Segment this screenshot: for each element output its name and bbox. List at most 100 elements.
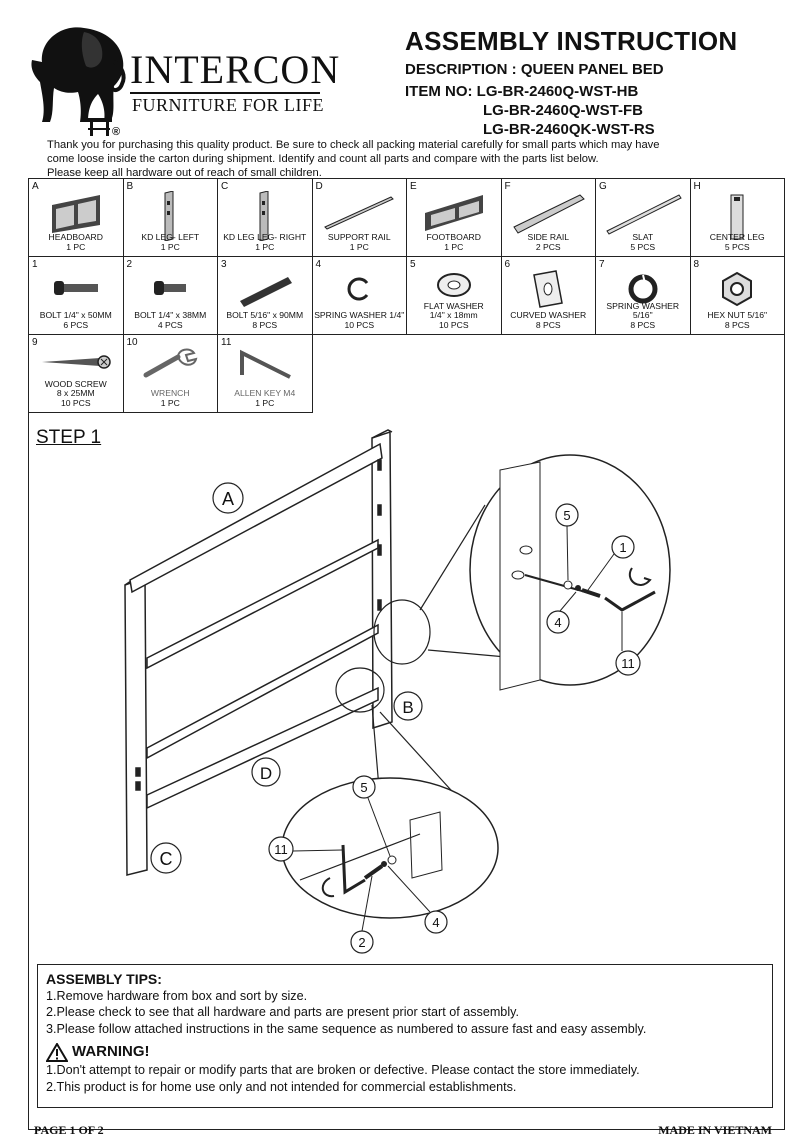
tip-item: 3.Please follow attached instructions in… — [46, 1021, 647, 1036]
center-leg-icon — [730, 194, 744, 240]
brand-name: INTERCON — [130, 47, 341, 92]
callout-label: A — [222, 489, 234, 509]
callout-label: 4 — [432, 915, 439, 930]
part-letter: A — [32, 181, 39, 192]
callout-c — [150, 842, 182, 874]
part-letter: B — [126, 181, 134, 192]
bolt-icon — [154, 281, 187, 295]
page-title: ASSEMBLY INSTRUCTION — [405, 26, 738, 56]
detail-view-lower — [281, 777, 499, 919]
registered-mark: ® — [112, 126, 121, 138]
callout-a — [212, 482, 244, 514]
callout-11-lower — [268, 836, 294, 862]
callout-label: 2 — [358, 935, 365, 950]
allen-key-icon — [239, 349, 291, 379]
callout-label: D — [260, 764, 272, 783]
empty-area — [312, 334, 785, 413]
hex-nut-icon — [722, 271, 753, 307]
rail-icon — [324, 196, 395, 230]
warning-heading: WARNING! — [72, 1043, 150, 1061]
part-number: 2 — [126, 259, 133, 270]
spring-washer-icon — [628, 274, 658, 304]
intro-line: Please keep all hardware out of reach of… — [47, 167, 322, 179]
callout-4-lower — [424, 910, 448, 934]
flat-washer-icon — [436, 273, 471, 297]
callout-b — [393, 691, 423, 721]
brand-divider — [130, 92, 320, 94]
step-title: STEP 1 — [36, 427, 102, 448]
part-letter: E — [410, 181, 417, 192]
part-number: 11 — [221, 337, 232, 348]
detail-view-upper — [469, 454, 671, 691]
detail-markers — [335, 504, 541, 801]
part-number: 5 — [410, 259, 416, 270]
warning-item: 2.This product is for home use only and … — [46, 1079, 517, 1094]
part-letter: G — [599, 181, 607, 192]
callout-5-lower — [352, 775, 376, 799]
intro-line: Thank you for purchasing this quality pr… — [47, 139, 660, 151]
made-in: MADE IN VIETNAM — [658, 1123, 772, 1137]
slat-icon — [606, 194, 682, 235]
part-letter: H — [693, 181, 701, 192]
callout-4-upper — [546, 610, 570, 634]
footboard-icon — [424, 195, 483, 231]
part-number: 4 — [315, 259, 322, 270]
warning-heading-row: WARNING! — [46, 1043, 764, 1062]
part-number: 9 — [32, 337, 38, 348]
leg-icon — [259, 190, 269, 242]
warning-triangle-icon — [46, 1043, 68, 1062]
part-number: 6 — [504, 259, 511, 270]
wood-screw-icon — [41, 355, 111, 369]
tips-heading: ASSEMBLY TIPS: — [46, 971, 162, 987]
long-bolt-icon — [239, 277, 292, 307]
intro-line: come loose inside the carton during ship… — [47, 153, 599, 165]
part-label: HEX NUT 5/16"8 PCS — [707, 310, 768, 330]
elephant-logo-icon — [31, 27, 126, 136]
part-number: 7 — [599, 259, 605, 270]
part-cell: 8 HEX NUT 5/16"8 PCS — [689, 256, 785, 335]
brand-tagline: FURNITURE FOR LIFE — [132, 95, 325, 115]
part-letter: C — [221, 181, 229, 192]
part-label: SPRING WASHER 5/16"8 PCS — [606, 300, 680, 330]
callout-label: 11 — [621, 656, 635, 671]
part-number: 1 — [32, 259, 38, 270]
callout-label: 4 — [554, 615, 561, 630]
page-number: PAGE 1 OF 2 — [34, 1123, 104, 1137]
product-description: DESCRIPTION : QUEEN PANEL BED — [405, 61, 664, 78]
callout-label: 5 — [360, 780, 367, 795]
item-number-2: LG-BR-2460Q-WST-FB — [483, 102, 644, 119]
part-label: SPRING WASHER 1/4"10 PCS — [314, 310, 405, 330]
item-number-1: ITEM NO: LG-BR-2460Q-WST-HB — [405, 83, 639, 100]
part-cell: 4 SPRING WASHER 1/4"10 PCS — [311, 256, 407, 335]
wrench-icon — [143, 348, 198, 378]
